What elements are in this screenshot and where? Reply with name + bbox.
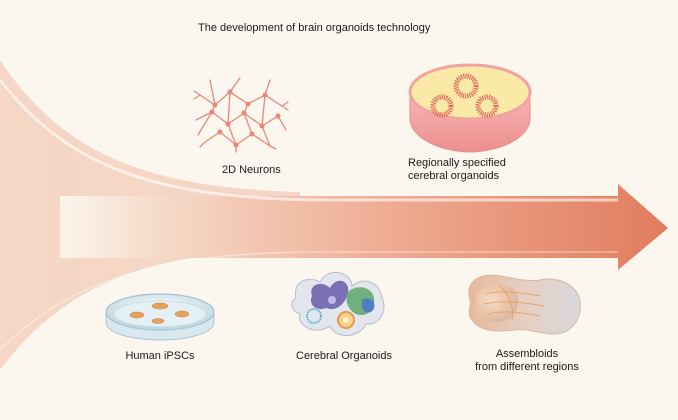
assembloids-label-line1: Assembloids: [495, 348, 559, 360]
assembloids-illustration: [468, 274, 581, 335]
diagram-title: The development of brain organoids techn…: [198, 22, 431, 34]
neurons-2d-illustration: [193, 77, 289, 153]
assembloids-label-line2: from different regions: [475, 361, 579, 373]
rosette: [430, 94, 454, 118]
regional-organoid-illustration: [408, 63, 532, 153]
cerebral-organoid-label: Cerebral Organoids: [296, 350, 392, 362]
rosette: [475, 94, 499, 118]
cerebral-organoid-illustration: [291, 272, 385, 336]
ipsc-dish-illustration: [105, 293, 215, 341]
rosette: [453, 73, 479, 99]
regional-label-line1: Regionally specified: [408, 157, 506, 169]
assembloids-label: Assembloids from different regions: [475, 348, 579, 374]
progress-arrow: [0, 60, 668, 370]
regional-organoid-label: Regionally specified cerebral organoids: [408, 157, 506, 183]
ipsc-label: Human iPSCs: [125, 350, 195, 362]
regional-label-line2: cerebral organoids: [408, 170, 500, 182]
neurons-2d-label: 2D Neurons: [222, 164, 281, 176]
